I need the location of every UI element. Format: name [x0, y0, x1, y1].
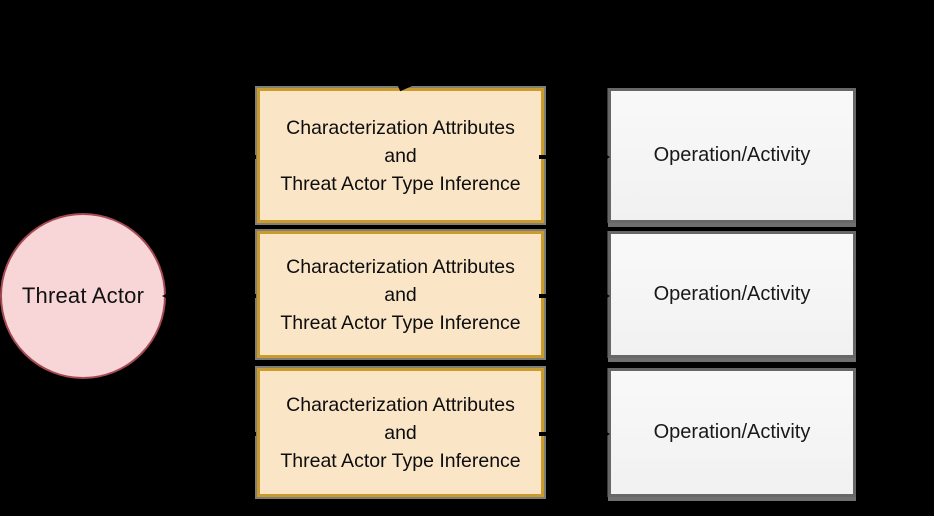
connector-stub-box3-left	[248, 432, 256, 436]
connector-stub-box2-left	[248, 294, 256, 298]
characterization-box-3-label: Characterization Attributes and Threat A…	[280, 393, 521, 472]
operation-box-3: Operation/Activity	[608, 368, 856, 497]
connector-stub-box1-right	[539, 155, 547, 159]
threat-actor-node: Threat Actor	[0, 213, 166, 379]
characterization-box-3: Characterization Attributes and Threat A…	[257, 368, 544, 497]
operation-box-1: Operation/Activity	[608, 88, 856, 223]
operation-box-1-label: Operation/Activity	[653, 144, 811, 166]
arrowhead-to-operation3-icon	[599, 428, 610, 440]
operation-box-2-label: Operation/Activity	[653, 283, 811, 305]
characterization-box-2-label: Characterization Attributes and Threat A…	[280, 255, 521, 334]
characterization-box-2: Characterization Attributes and Threat A…	[257, 231, 544, 358]
arrowhead-to-operation1-icon	[599, 151, 610, 163]
characterization-box-1-label: Characterization Attributes and Threat A…	[280, 116, 521, 195]
connector-stub-box3-right	[539, 432, 547, 436]
characterization-box-1: Characterization Attributes and Threat A…	[257, 88, 544, 223]
arrowhead-to-operation2-icon	[599, 290, 610, 302]
arrowhead-to-actor-icon	[162, 289, 176, 303]
operation-box-2: Operation/Activity	[608, 231, 856, 358]
connector-stub-box1-left	[248, 155, 256, 159]
connector-stub-box2-right	[539, 294, 547, 298]
operation-box-3-label: Operation/Activity	[653, 421, 811, 443]
threat-actor-label: Threat Actor	[21, 283, 145, 308]
